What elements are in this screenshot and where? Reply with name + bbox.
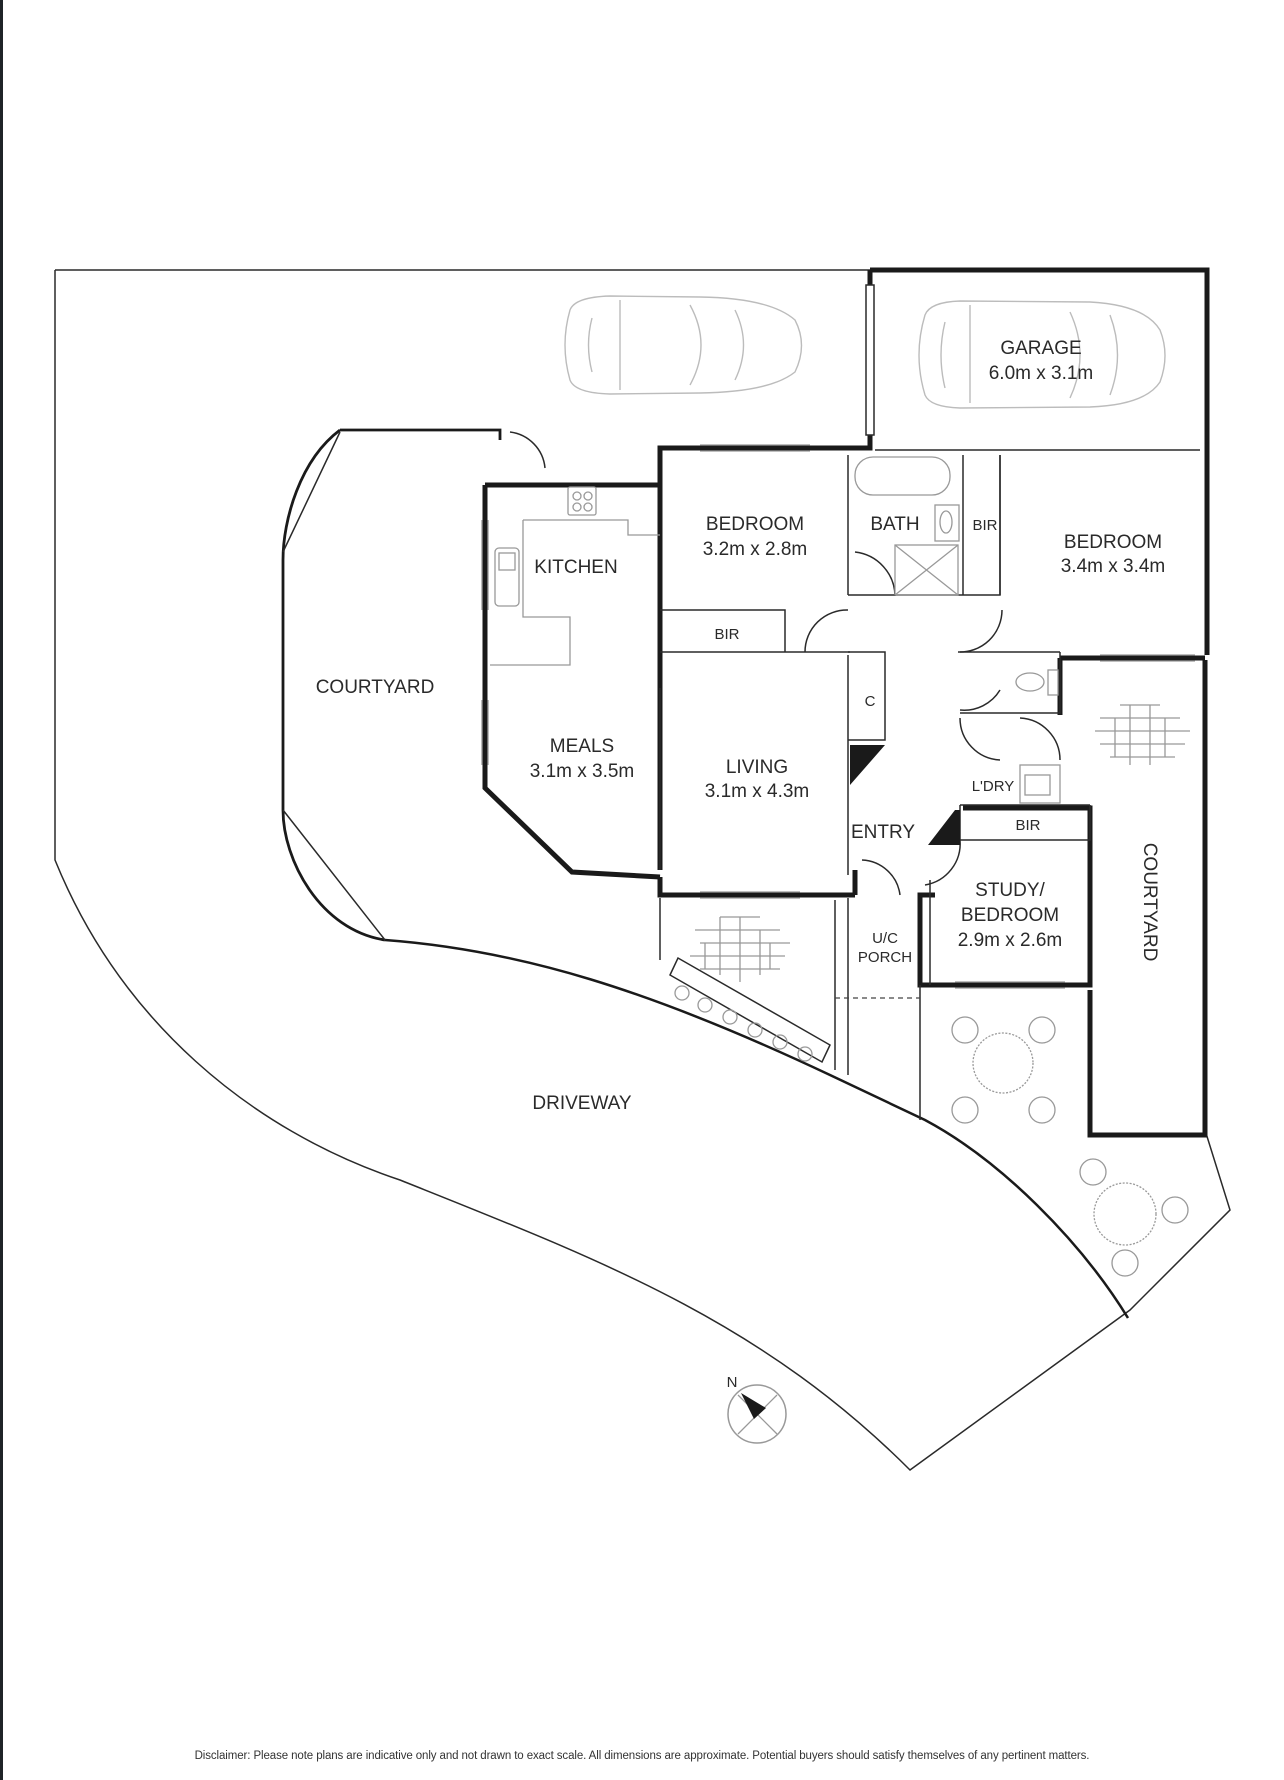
disclaimer-text: Disclaimer: Please note plans are indica… xyxy=(194,1750,1090,1762)
carport-car-icon xyxy=(564,295,803,395)
bath-label: BATH xyxy=(870,514,919,535)
bedroom1-bir-label: BIR xyxy=(714,626,739,643)
kitchen-label: KITCHEN xyxy=(534,557,617,578)
interior-walls xyxy=(659,455,1091,985)
porch-label: U/C xyxy=(872,930,898,947)
garage-car-icon xyxy=(918,300,1166,409)
study-bir-label: BIR xyxy=(1015,817,1040,834)
window-left-edge xyxy=(0,0,3,1780)
garage-label: GARAGE xyxy=(1000,338,1081,359)
living-dims: 3.1m x 4.3m xyxy=(705,781,810,802)
meals-label: MEALS xyxy=(550,736,614,757)
study-label-2: BEDROOM xyxy=(961,905,1059,926)
bathroom-fixtures xyxy=(854,456,1061,804)
site-boundary xyxy=(54,269,1231,1471)
garage-walls xyxy=(865,267,1210,655)
study-dims: 2.9m x 2.6m xyxy=(958,930,1063,951)
kitchen-fixtures xyxy=(490,486,660,666)
study-label: STUDY/ xyxy=(975,880,1045,901)
bedroom1-label: BEDROOM xyxy=(706,514,804,535)
bedroom1-dims: 3.2m x 2.8m xyxy=(703,539,808,560)
driveway-edge xyxy=(384,938,1130,1319)
bedroom2-label: BEDROOM xyxy=(1064,532,1162,553)
door-swings xyxy=(509,431,1061,896)
driveway-label: DRIVEWAY xyxy=(532,1093,632,1114)
windows xyxy=(481,444,1195,989)
porch-label-2: PORCH xyxy=(858,949,912,966)
bath-bir-label: BIR xyxy=(972,517,997,534)
courtyard-west-wall xyxy=(281,428,502,942)
living-label: LIVING xyxy=(726,757,788,778)
entry-label: ENTRY xyxy=(851,822,915,843)
paving-pattern-icon xyxy=(690,704,1190,982)
laundry-label: L'DRY xyxy=(972,778,1015,795)
courtyard-east-label: COURTYARD xyxy=(1139,843,1160,962)
garage-dims: 6.0m x 3.1m xyxy=(989,363,1094,384)
bedroom2-dims: 3.4m x 3.4m xyxy=(1061,556,1166,577)
porch-lines xyxy=(659,898,921,1120)
north-compass-icon: N xyxy=(727,1374,787,1444)
meals-dims: 3.1m x 3.5m xyxy=(530,761,635,782)
cupboard-label: C xyxy=(865,693,876,710)
courtyard-west-label: COURTYARD xyxy=(316,677,435,698)
compass-north-label: N xyxy=(727,1374,738,1391)
garden-trees-icon xyxy=(951,1016,1189,1277)
wall-return-markers xyxy=(850,745,960,845)
